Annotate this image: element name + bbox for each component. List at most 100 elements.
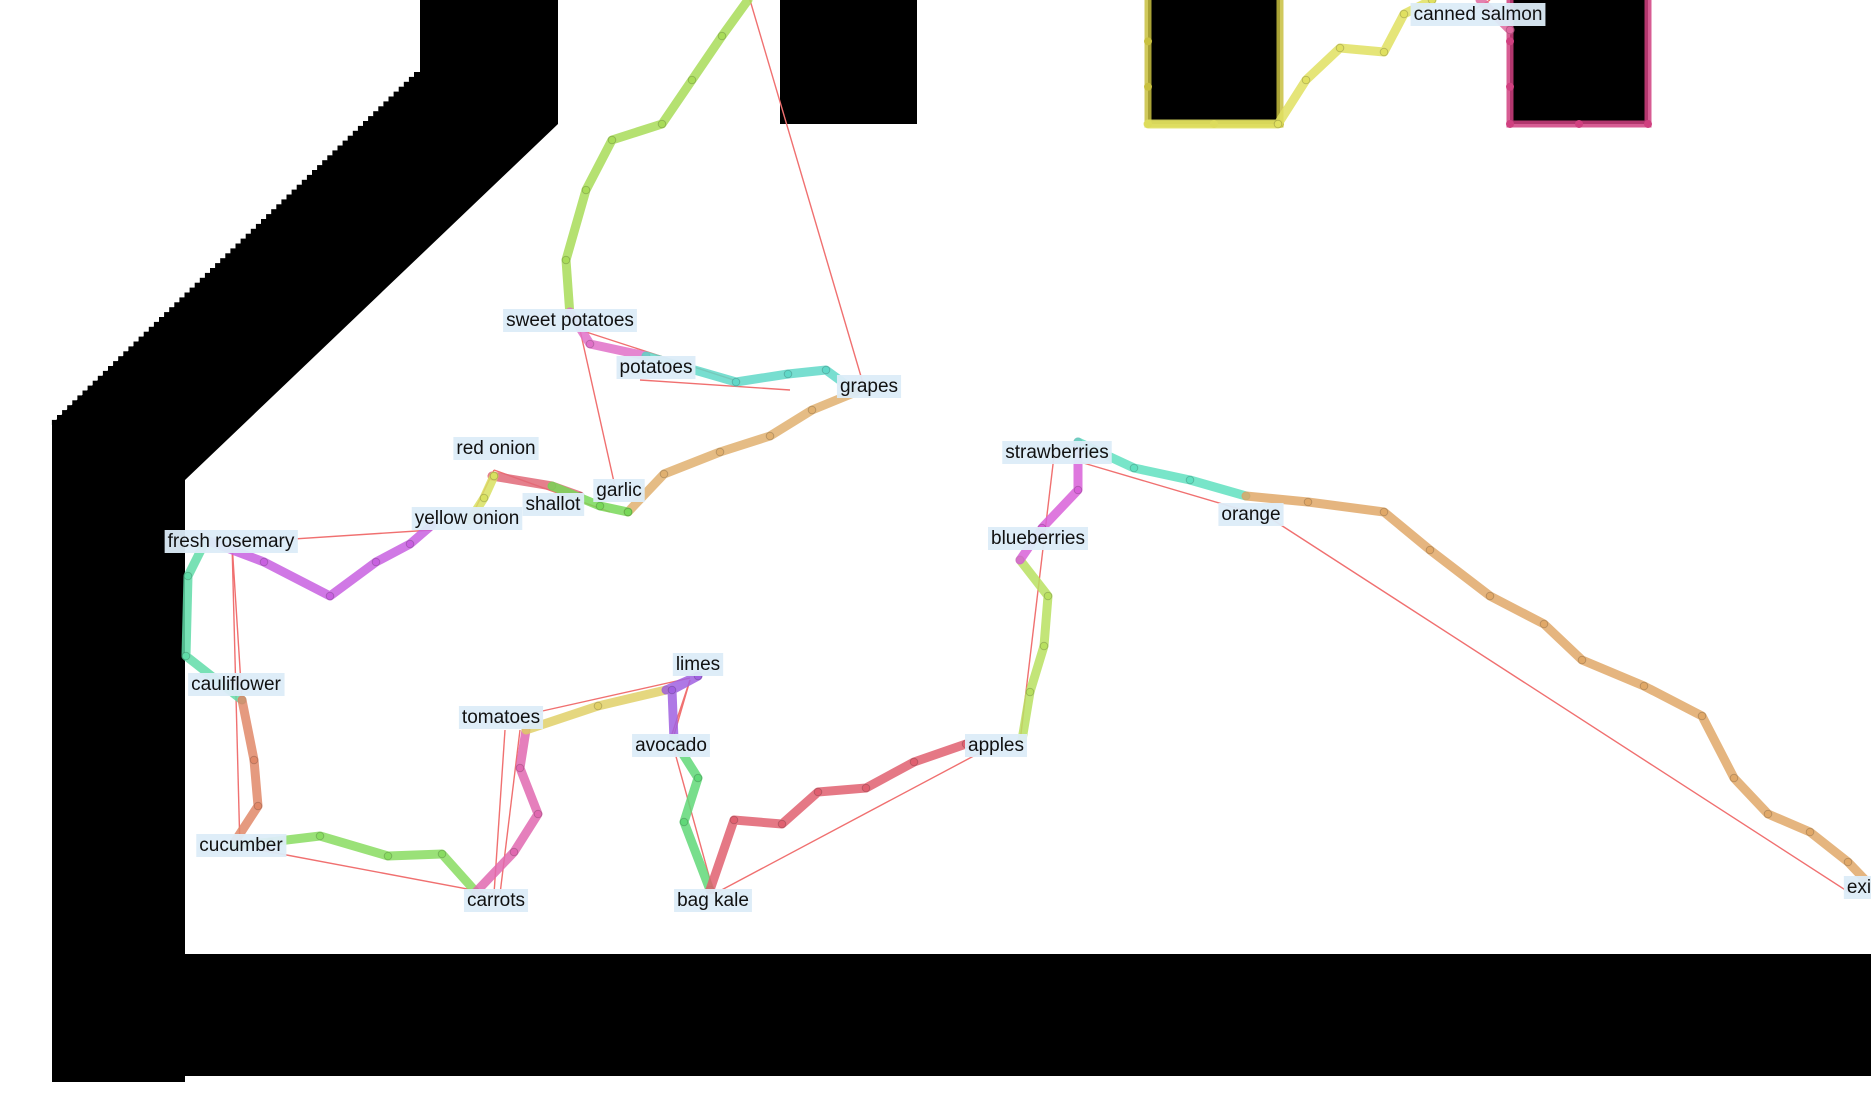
wall-step xyxy=(118,356,125,362)
box-waypoint xyxy=(1144,82,1152,91)
route-waypoint xyxy=(807,405,817,415)
route-waypoint xyxy=(1539,619,1549,629)
route-segment xyxy=(1241,491,1871,891)
connector-line xyxy=(671,741,715,895)
wall-step xyxy=(250,228,257,234)
route-waypoint xyxy=(765,431,775,441)
wall-diagonal xyxy=(52,0,1871,1082)
wall-step xyxy=(87,385,94,391)
item-label: shallot xyxy=(522,493,585,516)
wall-step xyxy=(77,395,84,401)
route-waypoint xyxy=(909,757,919,767)
route-segment xyxy=(705,739,971,895)
item-labels: sweet potatoes potatoes grapes red onion sha… xyxy=(164,3,1871,912)
wall-step xyxy=(108,366,114,371)
route-segment xyxy=(227,695,263,851)
route-waypoint xyxy=(729,815,739,825)
wall-step xyxy=(266,214,273,220)
wall-step xyxy=(235,243,242,249)
route-segment xyxy=(201,520,437,601)
route-waypoint xyxy=(861,783,871,793)
route-waypoint xyxy=(1805,827,1815,837)
box-waypoint xyxy=(1644,120,1652,128)
route-waypoint xyxy=(405,539,415,549)
item-label-text: avocado xyxy=(635,735,707,756)
route-waypoint xyxy=(489,471,499,481)
wall-step xyxy=(82,390,89,396)
route-waypoint xyxy=(1303,497,1313,507)
item-label-text: red onion xyxy=(456,438,535,459)
item-label-bg xyxy=(411,507,523,530)
route-waypoint xyxy=(679,817,689,827)
box-waypoint xyxy=(1575,120,1583,128)
item-label-bg xyxy=(836,375,902,398)
route-segment xyxy=(471,725,543,897)
route-waypoint xyxy=(1043,591,1053,601)
route-waypoint xyxy=(783,369,793,379)
wall-step xyxy=(179,297,186,303)
wall-step xyxy=(408,76,415,82)
item-label-text: blueberries xyxy=(991,528,1085,549)
item-label-text: strawberries xyxy=(1005,442,1108,463)
item-label: blueberries xyxy=(988,527,1088,550)
item-label-text: bag kale xyxy=(677,890,749,911)
route-waypoint xyxy=(731,377,741,387)
route-segment xyxy=(623,387,861,517)
route-waypoint xyxy=(687,75,697,85)
wall-step xyxy=(189,287,196,293)
route-segment xyxy=(661,671,703,745)
item-label-text: sweet potatoes xyxy=(506,310,634,331)
connector-line xyxy=(259,849,495,895)
wall-step xyxy=(148,326,155,332)
item-label: strawberries xyxy=(1002,441,1112,464)
item-label: apples xyxy=(965,734,1027,757)
item-label-bg xyxy=(1218,503,1284,526)
route-waypoint xyxy=(1379,507,1389,517)
wall-step xyxy=(62,410,69,416)
item-label: fresh rosemary xyxy=(164,530,298,553)
wall-step xyxy=(342,140,349,146)
wall-step xyxy=(383,101,390,107)
wall-step xyxy=(153,321,160,327)
item-label: potatoes xyxy=(616,356,696,379)
route-waypoint xyxy=(183,571,193,581)
wall-step xyxy=(225,253,232,259)
wall-step xyxy=(368,116,375,122)
wall-step xyxy=(317,165,324,171)
wall-top-block xyxy=(780,0,917,124)
wall-step xyxy=(240,238,247,244)
wall-step xyxy=(271,209,278,215)
item-label-text: grapes xyxy=(840,376,898,397)
item-label: garlic xyxy=(593,479,645,502)
item-label-bg xyxy=(632,734,710,757)
route-waypoint xyxy=(659,469,669,479)
wall-step xyxy=(184,292,191,298)
item-label: tomatoes xyxy=(458,706,544,729)
item-label-bg xyxy=(463,889,529,912)
box-waypoint xyxy=(1506,82,1514,91)
wall-step xyxy=(291,189,298,195)
route-waypoint xyxy=(1697,711,1707,721)
route-waypoint xyxy=(1301,75,1311,85)
wall-step xyxy=(403,81,410,87)
item-label: carrots xyxy=(463,889,529,912)
wall-step xyxy=(276,204,283,210)
item-label-bg xyxy=(616,356,696,379)
wall-step xyxy=(373,111,380,117)
wall-step xyxy=(230,248,237,254)
route-waypoint xyxy=(259,557,269,567)
route-waypoint xyxy=(813,787,823,797)
wall-step xyxy=(210,268,216,273)
wall-step xyxy=(245,233,252,239)
route-waypoint xyxy=(1185,475,1195,485)
route-waypoint xyxy=(1025,687,1035,697)
item-label-bg xyxy=(965,734,1027,757)
route-waypoint xyxy=(315,831,325,841)
connector-line xyxy=(579,329,619,501)
item-label-text: fresh rosemary xyxy=(168,531,295,552)
route-segment xyxy=(561,0,753,321)
route-waypoint xyxy=(1577,655,1587,665)
wall-step xyxy=(204,272,211,278)
route-waypoint xyxy=(1425,545,1435,555)
wall-step xyxy=(113,361,120,367)
